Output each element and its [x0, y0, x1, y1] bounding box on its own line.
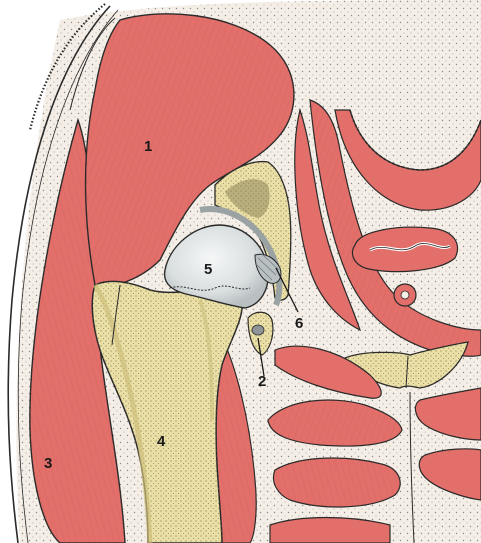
hip-anatomy-drawing — [0, 0, 481, 543]
hip-joint-illustration: 1 2 3 4 5 6 — [0, 0, 481, 543]
